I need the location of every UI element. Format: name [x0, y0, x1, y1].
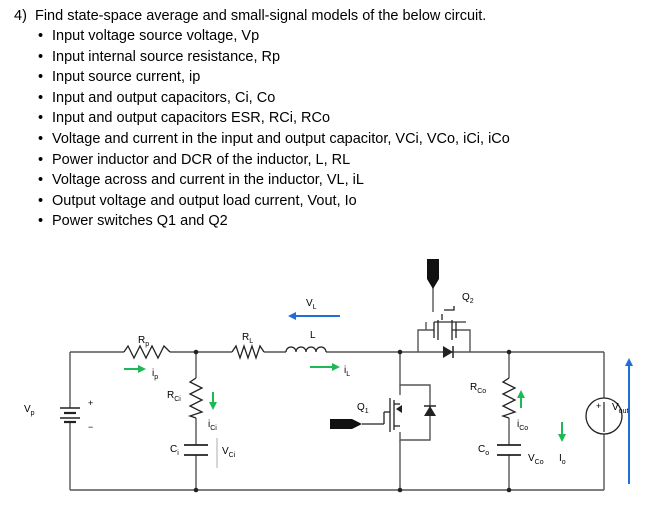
label-io: Io [559, 453, 566, 466]
list-item: •Voltage across and current in the induc… [38, 172, 364, 189]
list-item: •Input internal source resistance, Rp [38, 48, 281, 65]
q1-body-diode [424, 405, 436, 416]
list-item: •Input source current, ip [38, 69, 201, 86]
list-item: •Input and output capacitors ESR, RCi, R… [38, 110, 331, 127]
label-il: iL [344, 365, 350, 378]
label-vout: Vout [612, 402, 628, 415]
label-ici: iCi [208, 419, 217, 432]
list-item: •Input voltage source voltage, Vp [38, 28, 260, 44]
label-vco: VCo [528, 453, 544, 466]
question-number: 4) [14, 8, 27, 24]
vp-plus: + [88, 398, 93, 408]
resistor-rl [231, 343, 265, 361]
capacitor-co [497, 444, 521, 456]
label-q2: Q2 [462, 292, 474, 305]
label-rl: RL [242, 332, 253, 345]
resistor-rp [123, 344, 171, 360]
q1-gate-driver [330, 412, 385, 429]
resistor-rco [500, 377, 517, 419]
inductor-l [285, 346, 327, 353]
junction-dots [193, 349, 512, 493]
label-co: Co [478, 444, 489, 457]
q1-direction-arrow [396, 405, 402, 413]
label-ico: iCo [517, 419, 528, 432]
list-item: •Voltage and current in the input and ou… [38, 130, 510, 147]
switch-q2 [433, 306, 457, 340]
label-ip: ip [152, 368, 158, 381]
question-title: 4) Find state-space average and small-si… [14, 6, 644, 26]
label-rco: RCo [470, 382, 486, 395]
capacitor-ci [184, 444, 208, 456]
list-item: •Output voltage and output load current,… [38, 192, 357, 209]
vp-minus: − [88, 422, 93, 432]
q2-body-diode [443, 346, 454, 358]
label-vl: VL [306, 298, 317, 311]
list-item: •Power inductor and DCR of the inductor,… [38, 151, 351, 168]
output-load [585, 397, 623, 435]
label-vci: VCi [222, 446, 236, 459]
question-text: Find state-space average and small-signa… [34, 8, 487, 24]
label-l: L [310, 330, 316, 341]
label-vp: Vp [24, 404, 35, 417]
label-rp: Rp [138, 335, 149, 348]
label-q1: Q1 [357, 402, 369, 415]
input-source-vp [60, 407, 80, 424]
q2-gate-driver [427, 259, 439, 289]
label-rci: RCi [167, 390, 181, 403]
question-block: 4) Find state-space average and small-si… [14, 6, 644, 232]
resistor-rci [187, 377, 204, 419]
load-plus: + [596, 401, 601, 411]
requirements-list: •Input voltage source voltage, Vp •Input… [14, 26, 644, 232]
switch-q1 [384, 398, 400, 432]
list-item: •Power switches Q1 and Q2 [38, 213, 228, 230]
label-ci: Ci [170, 444, 179, 457]
list-item: •Input and output capacitors, Ci, Co [38, 89, 276, 106]
